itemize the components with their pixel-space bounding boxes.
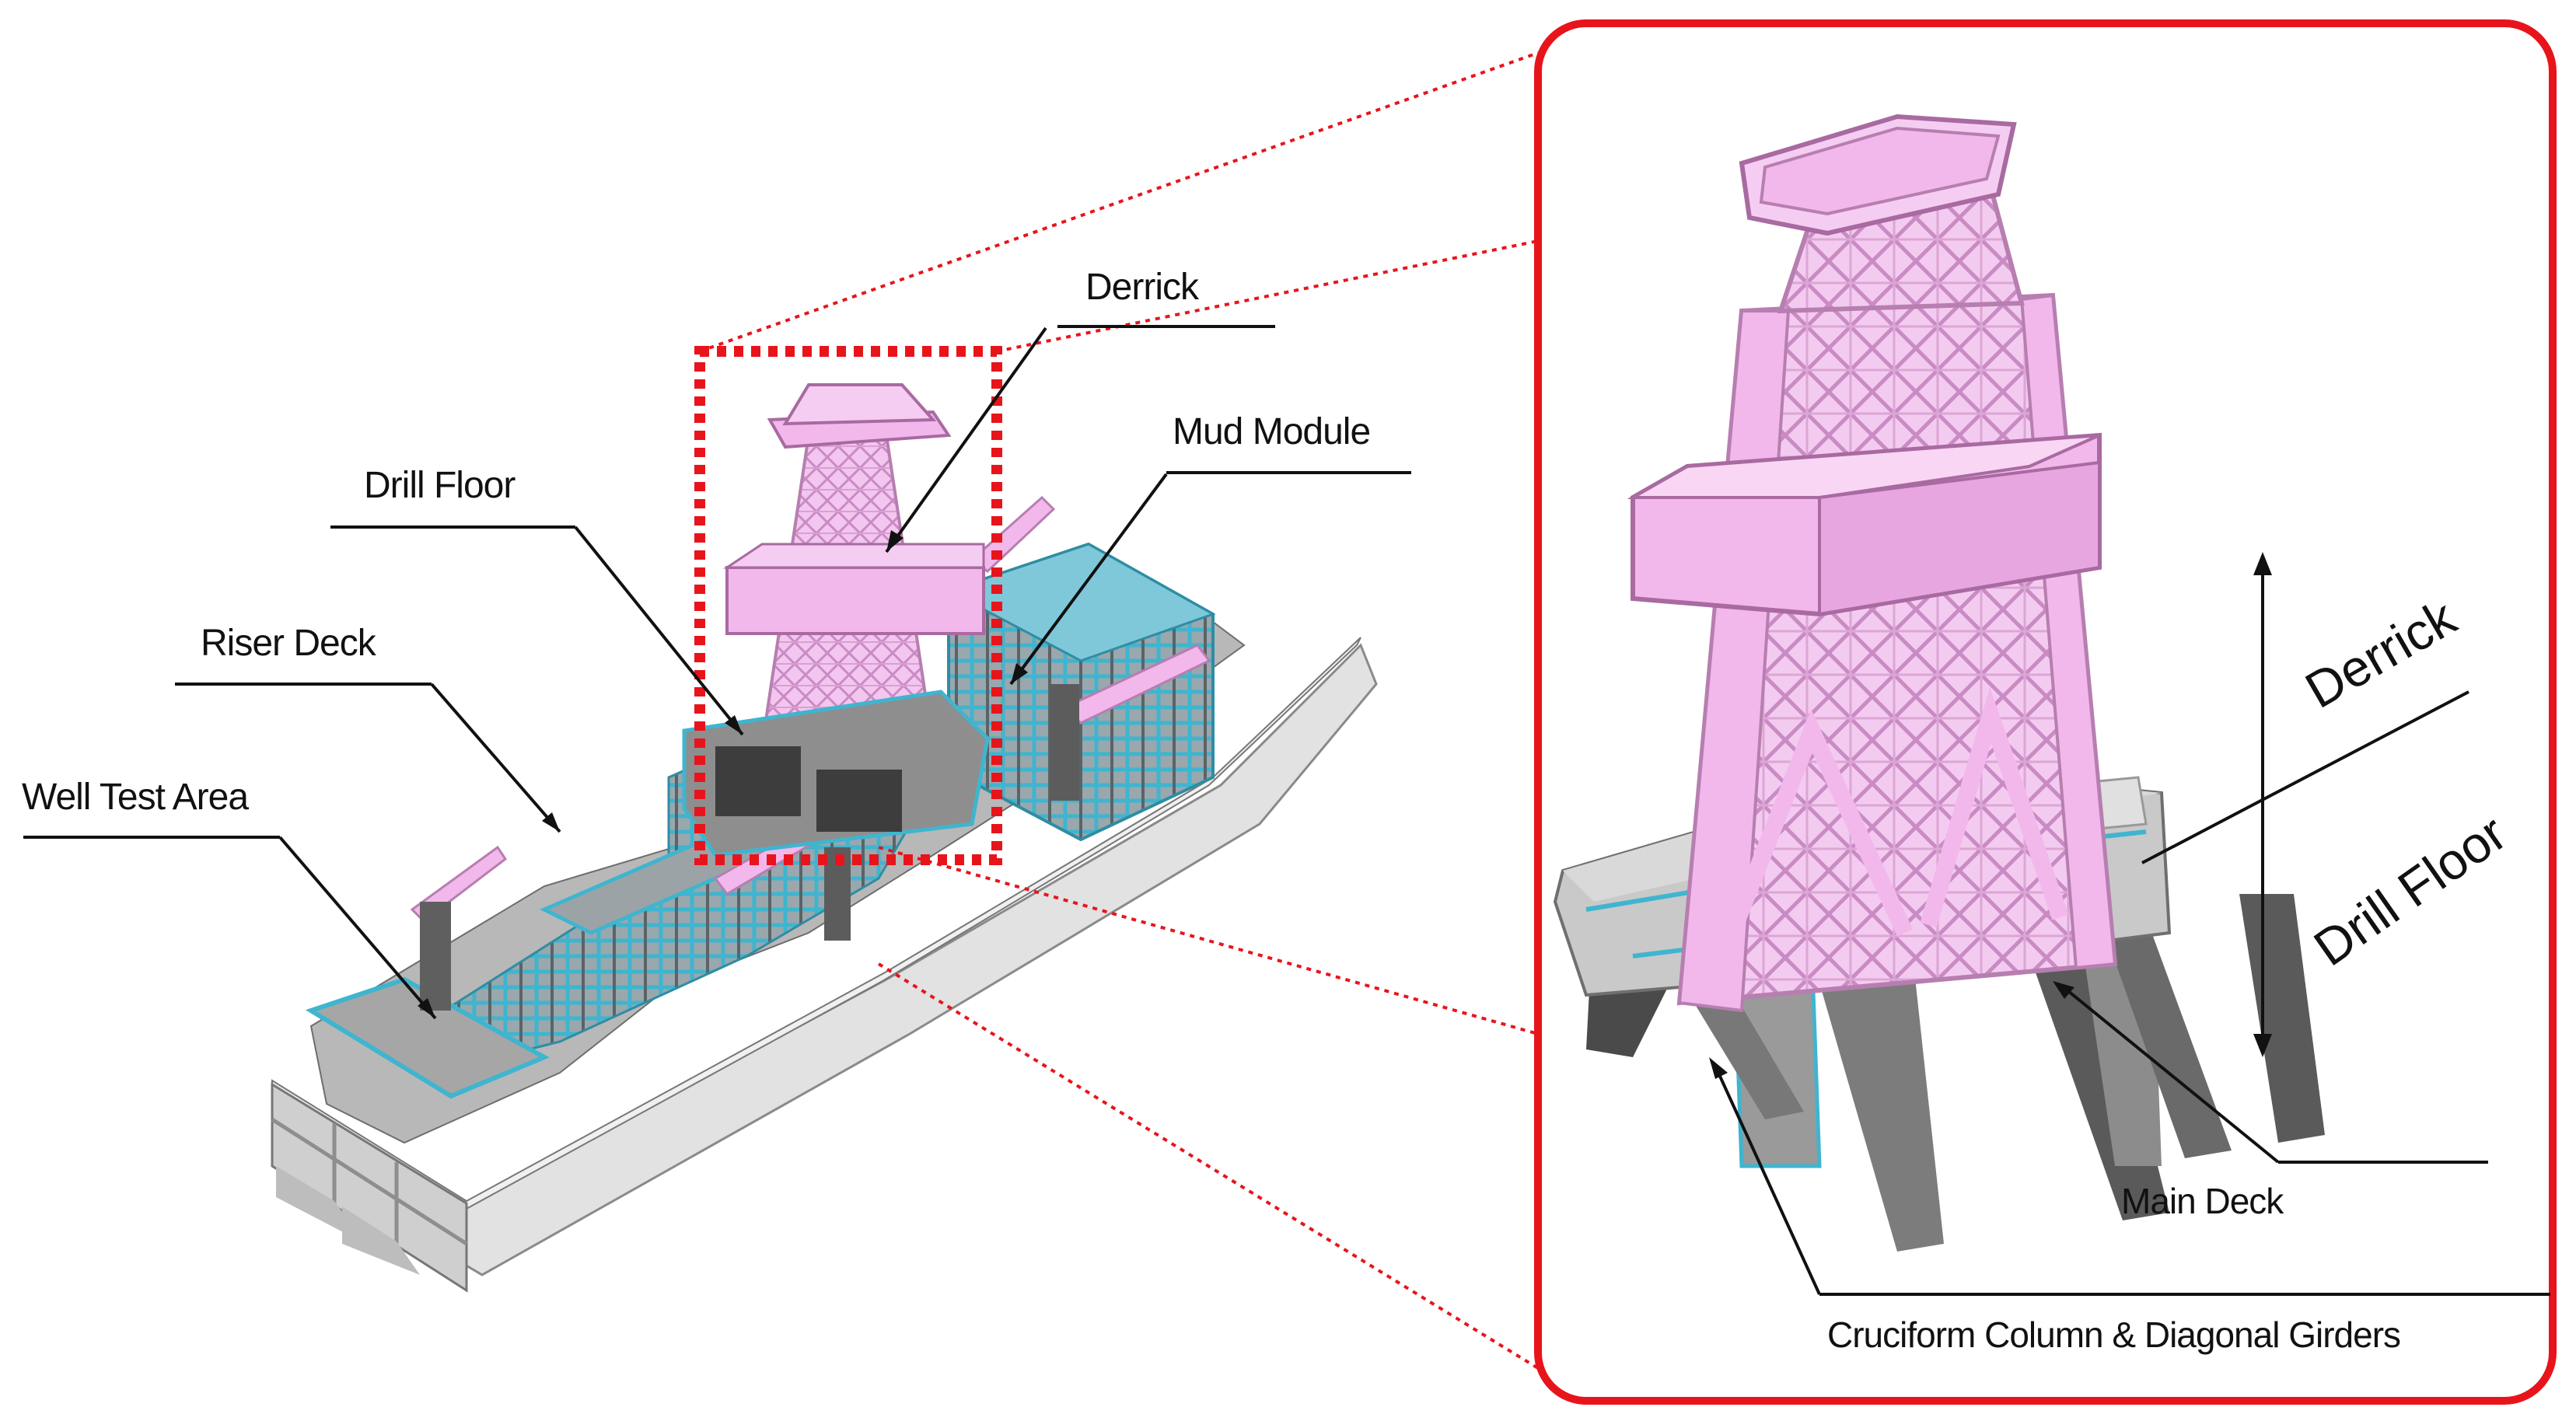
derrick-small bbox=[723, 383, 985, 748]
focus-box bbox=[694, 346, 1002, 865]
detail-label-main-deck: Main Deck bbox=[2121, 1181, 2284, 1221]
detail-arrowheads bbox=[1709, 552, 2272, 1079]
label-mud-module: Mud Module bbox=[1173, 411, 1371, 452]
label-riser-deck: Riser Deck bbox=[201, 623, 376, 664]
derrick-detail bbox=[1553, 113, 2325, 1252]
label-drill-floor: Drill Floor bbox=[364, 465, 516, 506]
zoom-connectors bbox=[699, 51, 1540, 1370]
detail-label-cruciform: Cruciform Column & Diagonal Girders bbox=[1827, 1315, 2401, 1355]
label-derrick: Derrick bbox=[1085, 267, 1199, 308]
arrowheads bbox=[418, 530, 1028, 1018]
label-well-test-area: Well Test Area bbox=[22, 777, 249, 818]
vessel-overview bbox=[271, 383, 1378, 1293]
hull-stern bbox=[271, 1082, 468, 1293]
detail-leader-lines bbox=[1717, 560, 2550, 1296]
well-test-platform bbox=[305, 976, 550, 1099]
leader-lines bbox=[23, 325, 1411, 1020]
